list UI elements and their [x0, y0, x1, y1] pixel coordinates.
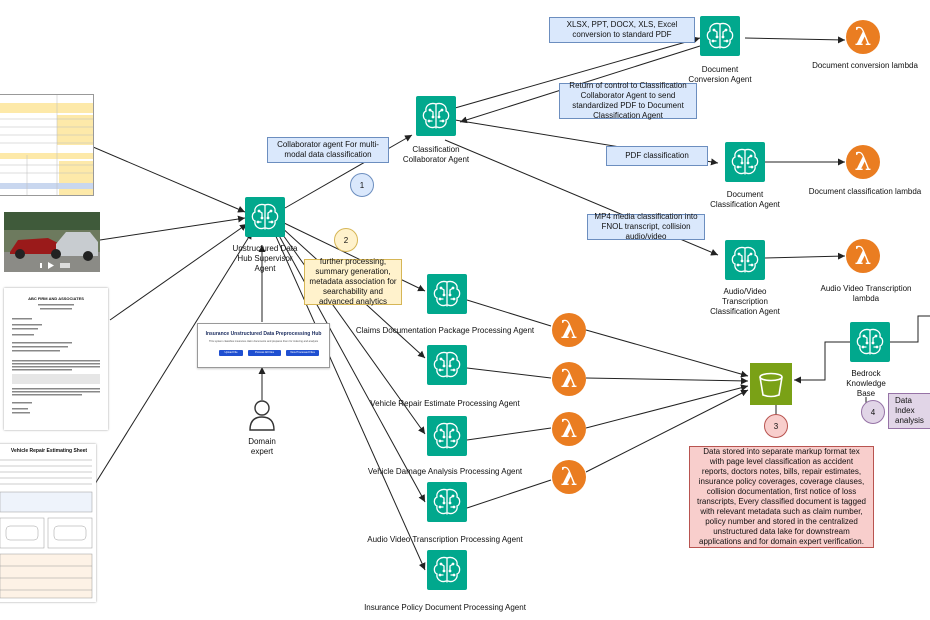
- policy-doc-agent-label: Insurance Policy Document Processing Age…: [364, 603, 526, 612]
- document-classification-agent-label: Document Classification Agent: [710, 190, 780, 209]
- return-control-callout: Return of control to Classification Coll…: [559, 81, 697, 120]
- hub-subtitle: This system classifies insurance claim d…: [209, 340, 318, 343]
- doc-classification-lambda-label: Document classification lambda: [808, 187, 922, 196]
- vehicle-damage-agent-label: Vehicle Damage Analysis Processing Agent: [367, 467, 523, 476]
- bedrock-connector-stub: [918, 300, 930, 301]
- conversion-callout: XLSX, PPT, DOCX, XLS, Excel conversion t…: [549, 17, 695, 43]
- lambda-icon: λ: [846, 145, 880, 179]
- classification-agent-icon: [416, 96, 456, 136]
- claims-doc-agent-label: Claims Documentation Package Processing …: [355, 326, 535, 335]
- step-4-badge: 4: [861, 400, 885, 424]
- classification-agent-label: Classification Collaborator Agent: [402, 145, 470, 164]
- person-icon: [248, 399, 276, 431]
- step-3-badge: 3: [764, 414, 788, 438]
- play-icon: [48, 262, 54, 269]
- pdf-classification-callout: PDF classification: [606, 146, 708, 166]
- vehicle-repair-agent-label: Vehicle Repair Estimate Processing Agent: [370, 399, 520, 408]
- s3-bucket-icon: [750, 363, 792, 405]
- document-conversion-agent-icon: [700, 16, 740, 56]
- further-processing-callout: further processing, summary generation, …: [304, 257, 402, 306]
- preprocessing-hub-panel: Insurance Unstructured Data Preprocessin…: [197, 323, 330, 368]
- document-conversion-agent-label: Document Conversion Agent: [688, 65, 752, 84]
- lambda-icon: λ: [846, 239, 880, 273]
- domain-expert-label: Domain expert: [248, 437, 276, 456]
- view-processed-files-button[interactable]: View Processed Files: [286, 350, 319, 356]
- lambda-icon: λ: [846, 20, 880, 54]
- av-classification-agent-icon: [725, 240, 765, 280]
- bedrock-knowledge-base-label: Bedrock Knowledge Base: [846, 369, 886, 398]
- supervisor-agent-label: Unstructured Data Hub Supervisor Agent: [232, 244, 298, 273]
- data-index-analysis-note: Data Index analysis: [888, 393, 930, 429]
- lambda-icon: λ: [552, 313, 586, 347]
- mp4-classification-callout: MP4 media classification into FNOL trans…: [587, 212, 705, 241]
- vehicle-damage-agent-icon: [427, 416, 467, 456]
- estimate-title: Vehicle Repair Estimating Sheet: [10, 448, 88, 454]
- step-2-badge: 2: [334, 228, 358, 252]
- data-stored-note: Data stored into separate markup format …: [689, 446, 874, 548]
- av-classification-agent-label: Audio/Video Transcription Classification…: [710, 287, 780, 316]
- supervisor-agent-icon: [245, 197, 285, 237]
- step-1-badge: 1: [350, 173, 374, 197]
- spreadsheet-thumbnail: [0, 94, 94, 196]
- av-transcription-lambda-label: Audio Video Transcription lambda: [820, 284, 912, 303]
- bedrock-knowledge-base-icon: [850, 322, 890, 362]
- upload-file-button[interactable]: Upload File: [219, 350, 243, 356]
- claims-doc-agent-icon: [427, 274, 467, 314]
- lambda-icon: λ: [552, 412, 586, 446]
- lambda-icon: λ: [552, 362, 586, 396]
- vehicle-video-thumbnail: [4, 212, 100, 272]
- lambda-icon: λ: [552, 460, 586, 494]
- collaborator-callout: Collaborator agent For multi-modal data …: [267, 137, 389, 163]
- process-all-files-button[interactable]: Process All Files: [248, 350, 281, 356]
- letter-document-thumbnail: ABC FIRM AND ASSOCIATES: [4, 288, 108, 430]
- letter-heading: ABC FIRM AND ASSOCIATES: [28, 296, 84, 301]
- repair-estimate-thumbnail: Vehicle Repair Estimating Sheet: [0, 444, 96, 602]
- doc-conversion-lambda-label: Document conversion lambda: [812, 61, 918, 70]
- hub-title: Insurance Unstructured Data Preprocessin…: [205, 331, 322, 337]
- av-processing-agent-label: Audio Video Transcription Processing Age…: [367, 535, 523, 544]
- document-classification-agent-icon: [725, 142, 765, 182]
- vehicle-repair-agent-icon: [427, 345, 467, 385]
- av-processing-agent-icon: [427, 482, 467, 522]
- policy-doc-agent-icon: [427, 550, 467, 590]
